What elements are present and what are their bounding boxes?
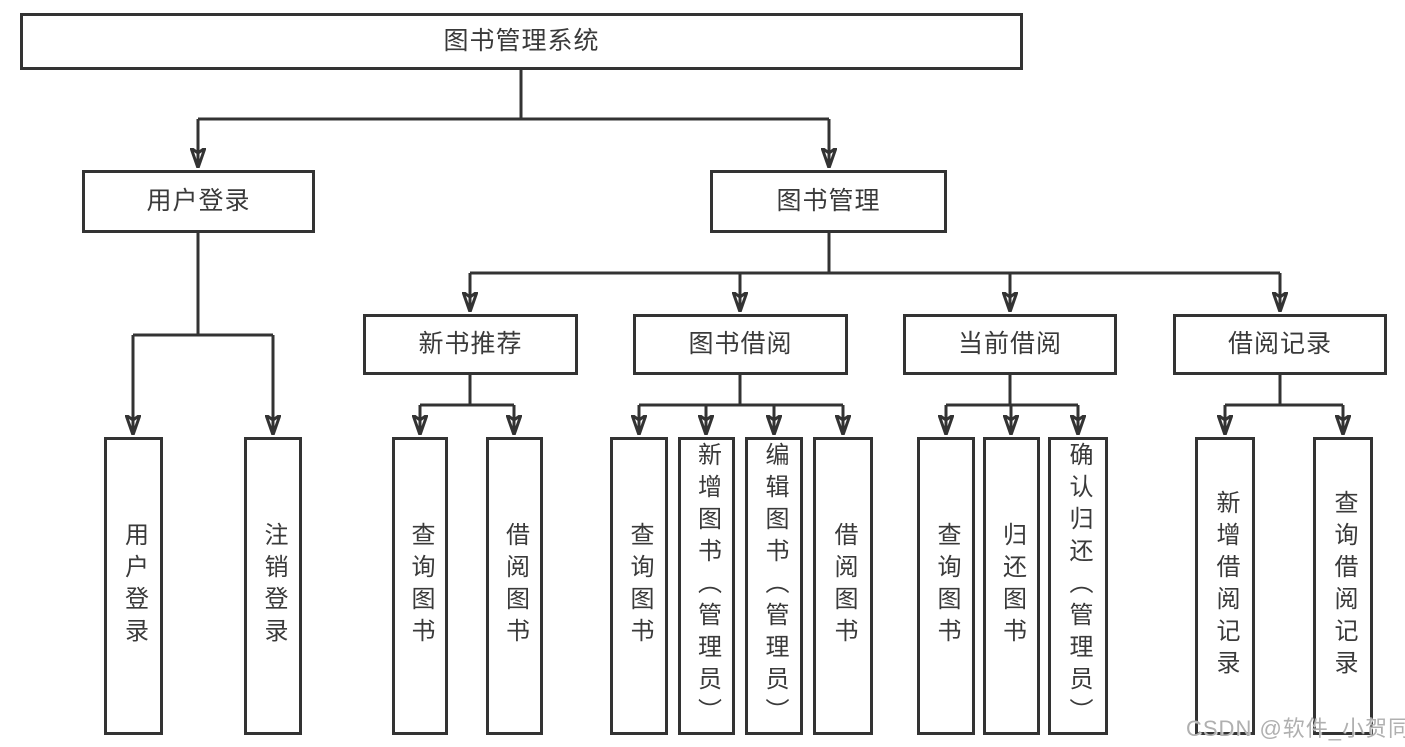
node-current-borrow: 当前借阅 <box>903 314 1117 375</box>
connector-root-to-level2 <box>198 70 829 167</box>
leaf-query-books-current: 查询图书 <box>917 437 975 735</box>
csdn-watermark: CSDN @软件_小贺同学 <box>1186 716 1405 741</box>
node-borrow-record: 借阅记录 <box>1173 314 1387 375</box>
connector-current-borrow-children <box>946 375 1078 434</box>
node-new-book-recommend: 新书推荐 <box>363 314 578 375</box>
connector-user-login-children <box>133 233 273 434</box>
connector-book-management-children <box>470 233 1280 311</box>
node-book-management: 图书管理 <box>710 170 947 233</box>
node-library-management-system: 图书管理系统 <box>20 13 1023 70</box>
connector-new-book-recommend-children <box>420 375 514 434</box>
leaf-query-borrow-record: 查询借阅记录 <box>1313 437 1373 735</box>
leaf-query-books-borrow: 查询图书 <box>610 437 668 735</box>
connector-borrow-record-children <box>1225 375 1343 434</box>
leaf-borrow-books: 借阅图书 <box>813 437 873 735</box>
leaf-return-books: 归还图书 <box>983 437 1040 735</box>
node-book-borrow: 图书借阅 <box>633 314 848 375</box>
leaf-edit-books-admin: 编辑图书（管理员） <box>745 437 803 735</box>
connector-book-borrow-children <box>639 375 843 434</box>
leaf-borrow-books-recommend: 借阅图书 <box>486 437 543 735</box>
leaf-query-books-recommend: 查询图书 <box>392 437 448 735</box>
leaf-logout: 注销登录 <box>244 437 302 735</box>
leaf-add-borrow-record: 新增借阅记录 <box>1195 437 1255 735</box>
node-user-login: 用户登录 <box>82 170 315 233</box>
leaf-user-login: 用户登录 <box>104 437 163 735</box>
leaf-add-books-admin: 新增图书（管理员） <box>678 437 735 735</box>
leaf-confirm-return-admin: 确认归还（管理员） <box>1048 437 1108 735</box>
